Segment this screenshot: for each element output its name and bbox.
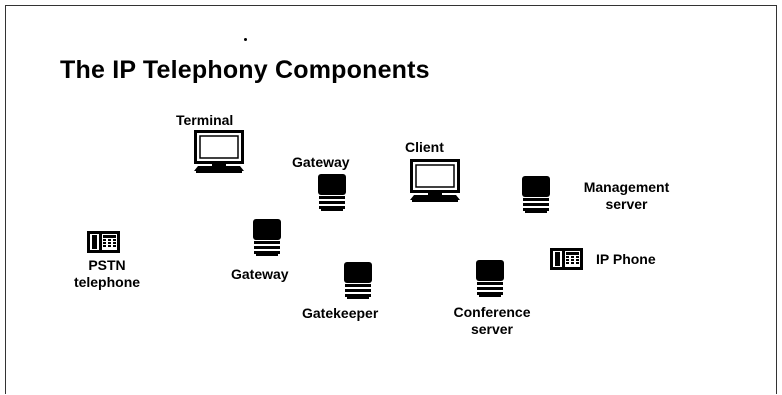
gatekeeper-server-icon bbox=[344, 262, 372, 300]
management-server-label: Management server bbox=[560, 179, 693, 213]
conference-server-label: Conference server bbox=[430, 304, 554, 338]
pstn-telephone-phone-icon bbox=[87, 231, 120, 253]
terminal-monitor-icon bbox=[194, 130, 244, 174]
pstn-telephone-label-line1: PSTN bbox=[88, 257, 126, 273]
management-server-label-line2: server bbox=[605, 196, 648, 212]
slide-frame bbox=[5, 5, 777, 394]
pstn-telephone-label: PSTN telephone bbox=[52, 257, 162, 291]
ip-phone-label: IP Phone bbox=[596, 251, 656, 267]
gateway-top-label: Gateway bbox=[292, 154, 350, 170]
conference-server-label-line1: Conference bbox=[453, 304, 531, 320]
ip-phone-icon bbox=[550, 248, 583, 270]
pstn-telephone-label-line2: telephone bbox=[73, 274, 141, 290]
gateway-left-server-icon bbox=[253, 219, 281, 257]
conference-server-icon bbox=[476, 260, 504, 298]
decorative-dot bbox=[244, 38, 247, 41]
terminal-label: Terminal bbox=[176, 112, 234, 128]
management-server-icon bbox=[522, 176, 550, 214]
gateway-left-label: Gateway bbox=[231, 266, 289, 282]
slide-title: The IP Telephony Components bbox=[60, 56, 430, 84]
gatekeeper-label: Gatekeeper bbox=[302, 305, 379, 321]
client-label: Client bbox=[405, 139, 444, 155]
client-monitor-icon bbox=[410, 159, 460, 203]
conference-server-label-line2: server bbox=[470, 321, 514, 337]
gateway-top-server-icon bbox=[318, 174, 346, 212]
management-server-label-line1: Management bbox=[583, 179, 670, 195]
